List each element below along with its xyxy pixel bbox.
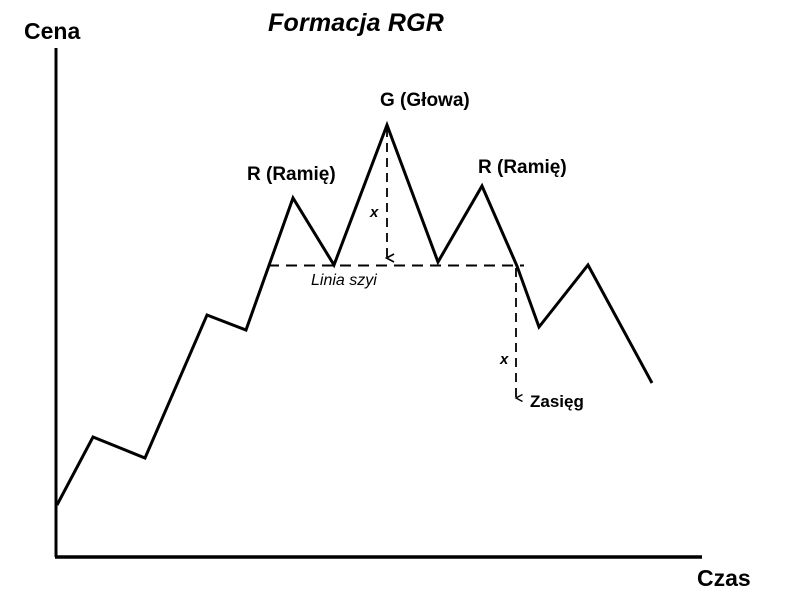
x-axis-label: Czas xyxy=(697,565,751,591)
price-line xyxy=(55,120,654,506)
neckline-label: Linia szyi xyxy=(311,272,377,289)
y-axis-label: Cena xyxy=(24,18,81,44)
target-measure-label: x xyxy=(500,351,509,368)
head-label: G (Głowa) xyxy=(380,90,470,111)
axes xyxy=(54,48,702,559)
head-measure-label: x xyxy=(370,204,379,221)
left-shoulder-label: R (Ramię) xyxy=(247,164,336,185)
right-shoulder-label: R (Ramię) xyxy=(478,157,567,178)
target-label: Zasięg xyxy=(530,392,584,411)
chart-title: Formacja RGR xyxy=(268,9,445,37)
